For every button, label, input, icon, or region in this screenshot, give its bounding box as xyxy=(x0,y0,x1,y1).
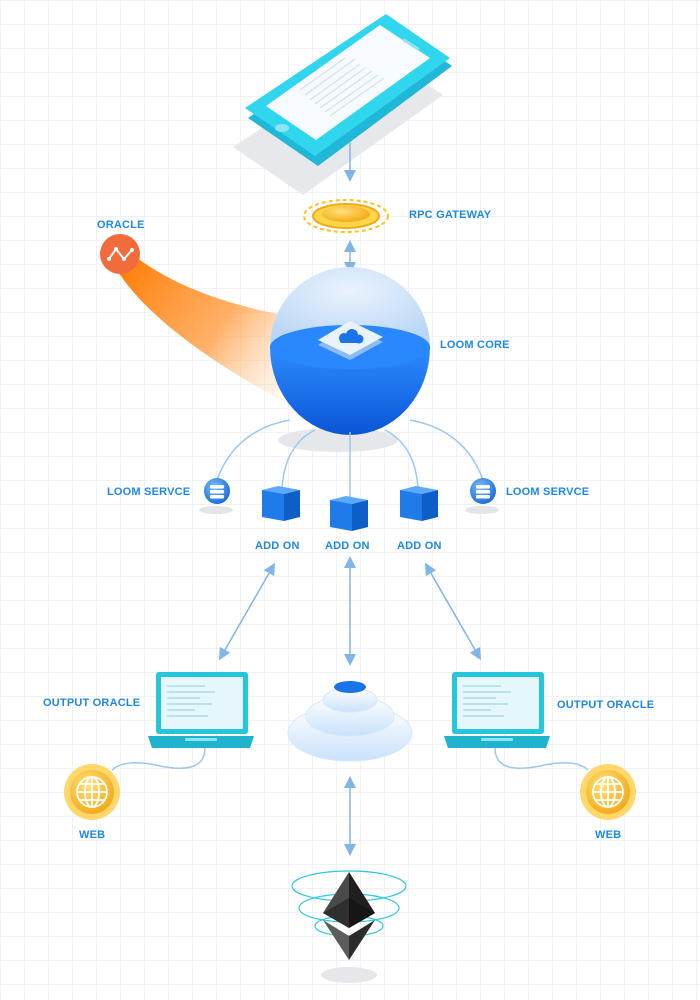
web-left-label: WEB xyxy=(79,829,106,841)
core-connectors xyxy=(216,419,484,498)
cloud-chip-icon xyxy=(318,321,383,360)
loom-service-left-label: LOOM SERVCE xyxy=(107,486,191,498)
web-connectors xyxy=(111,747,589,771)
layered-disc-icon xyxy=(287,681,413,762)
globe-icon xyxy=(64,764,120,820)
globe-icon xyxy=(580,764,636,820)
rpc-gateway-label: RPC GATEWAY xyxy=(409,209,492,221)
ethereum-icon xyxy=(291,870,407,983)
laptop-icon xyxy=(444,672,550,748)
add-on-left-label: ADD ON xyxy=(255,540,300,552)
cube-icon xyxy=(400,486,438,521)
gateway-ring-icon xyxy=(303,199,389,233)
smartphone-icon xyxy=(233,14,452,195)
add-on-right-label: ADD ON xyxy=(397,540,442,552)
oracle-beam xyxy=(112,254,300,405)
addon-output-links xyxy=(219,556,481,856)
server-stack-icon xyxy=(199,478,233,514)
output-oracle-right-label: OUTPUT ORACLE xyxy=(557,699,655,711)
loom-service-right-label: LOOM SERVCE xyxy=(506,486,590,498)
laptop-icon xyxy=(148,672,254,748)
chart-line-icon xyxy=(100,234,140,274)
add-on-center-label: ADD ON xyxy=(325,540,370,552)
loom-core-label: LOOM CORE xyxy=(440,339,510,351)
server-stack-icon xyxy=(465,478,499,514)
oracle-label: ORACLE xyxy=(97,219,145,231)
cube-icon xyxy=(262,486,300,521)
output-oracle-left-label: OUTPUT ORACLE xyxy=(43,697,141,709)
cube-icon xyxy=(330,496,368,531)
web-right-label: WEB xyxy=(595,829,622,841)
